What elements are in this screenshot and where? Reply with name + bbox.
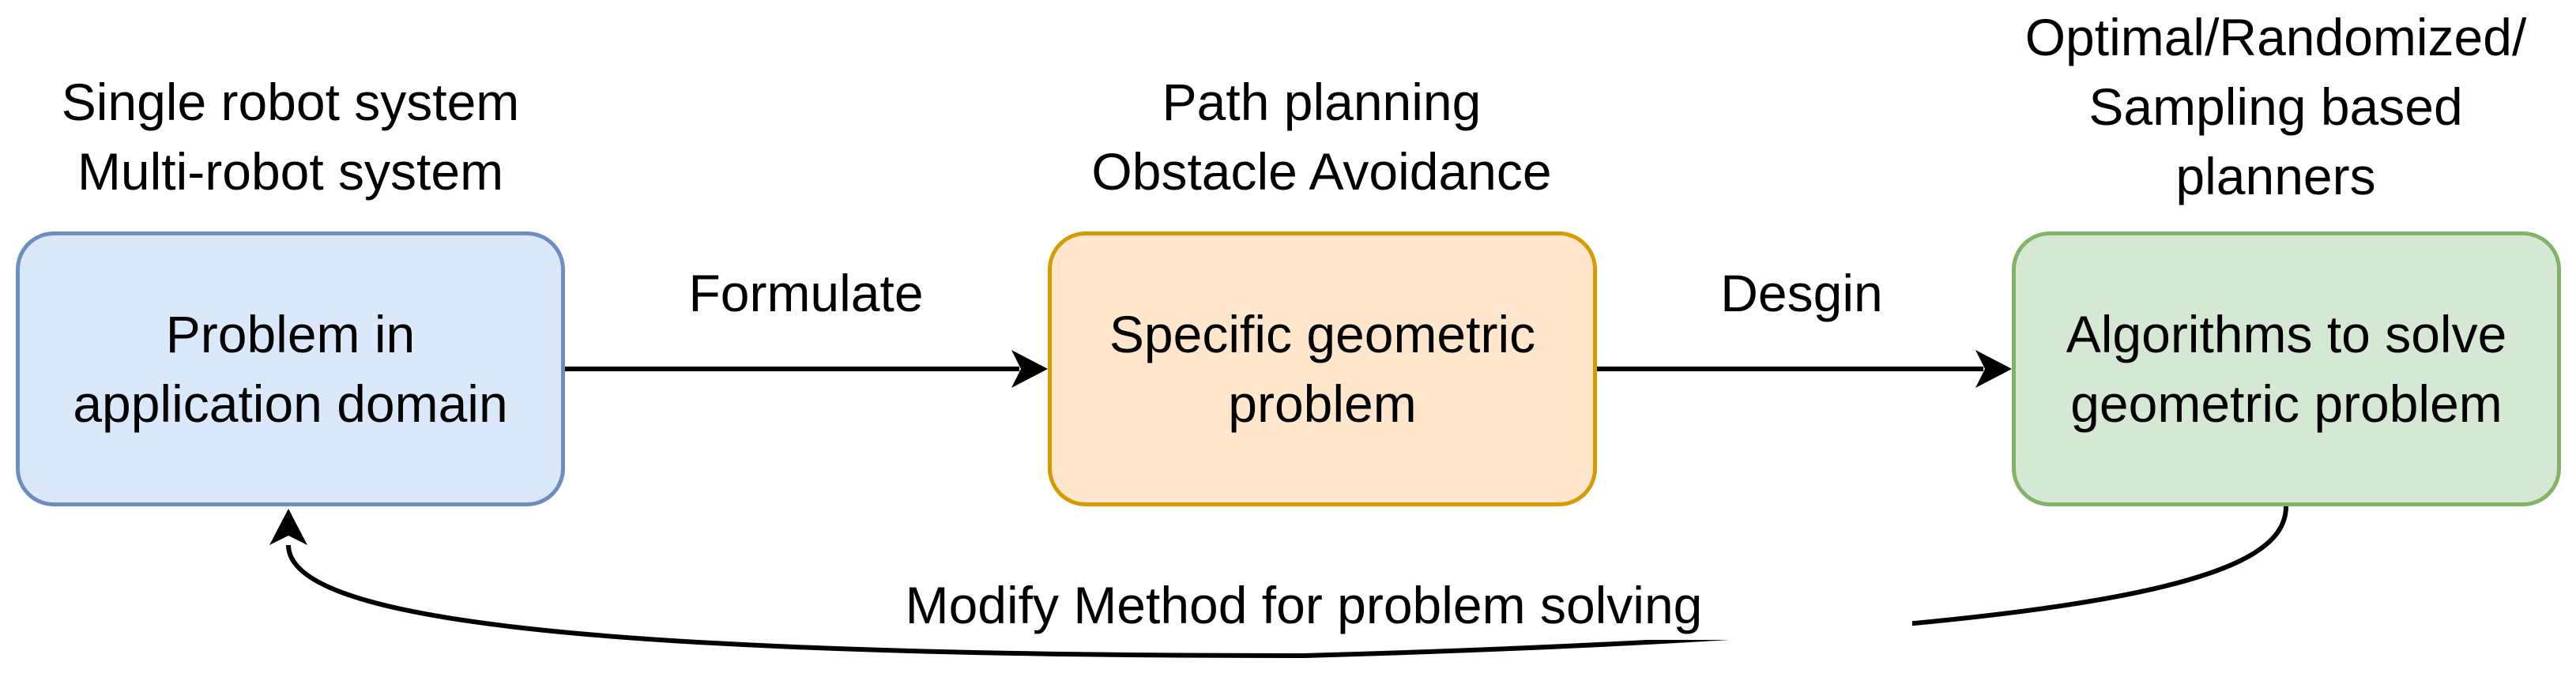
application-domain-box: Problem in application domain (16, 231, 565, 506)
feedback-arrowhead (269, 509, 307, 545)
design-arrowhead (1975, 350, 2012, 388)
formulate-arrowhead (1011, 350, 1048, 388)
design-edge-label: Desgin (1720, 264, 1883, 322)
algorithms-box-text: Algorithms to solve geometric problem (2066, 305, 2507, 433)
application-top-label: Single robot system Multi-robot system (61, 73, 520, 201)
geometric-problem-box: Specific geometric problem (1048, 231, 1597, 506)
geometric-top-label: Path planning Obstacle Avoidance (1091, 73, 1552, 201)
feedback-edge-label: Modify Method for problem solving (695, 570, 1912, 640)
algorithms-top-label: Optimal/Randomized/ Sampling based plann… (2024, 8, 2527, 205)
formulate-edge-label: Formulate (688, 264, 924, 322)
feedback-arrow-curve (286, 506, 2288, 659)
algorithms-box: Algorithms to solve geometric problem (2012, 231, 2561, 506)
application-domain-box-text: Problem in application domain (73, 305, 508, 433)
geometric-problem-box-text: Specific geometric problem (1109, 305, 1536, 433)
